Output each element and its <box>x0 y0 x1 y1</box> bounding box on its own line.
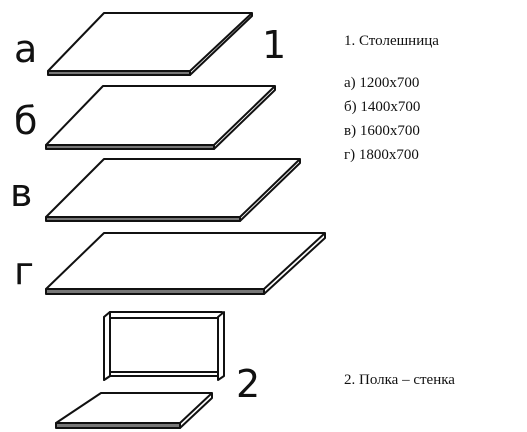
shelf-board-drawing <box>55 392 213 429</box>
variant-a-label: а <box>14 27 38 71</box>
shelf-title: 2. Полка – стенка <box>344 372 455 388</box>
size-b: б) 1400х700 <box>344 99 421 115</box>
number-2-label: 2 <box>236 362 261 406</box>
variant-b-label: б <box>14 99 38 143</box>
size-g: г) 1800х700 <box>344 147 419 163</box>
size-a: а) 1200х700 <box>344 75 420 91</box>
variant-g-label: г <box>14 249 34 293</box>
tabletop-title: 1. Столешница <box>344 33 439 49</box>
tabletop-g-drawing <box>45 232 326 295</box>
tabletop-v-drawing <box>45 158 301 222</box>
variant-v-label: в <box>10 171 33 215</box>
tabletop-a-drawing <box>47 12 253 76</box>
number-1-label: 1 <box>262 23 287 67</box>
shelf-wall-drawing <box>103 311 225 381</box>
size-v: в) 1600х700 <box>344 123 420 139</box>
tabletop-b-drawing <box>45 85 276 150</box>
